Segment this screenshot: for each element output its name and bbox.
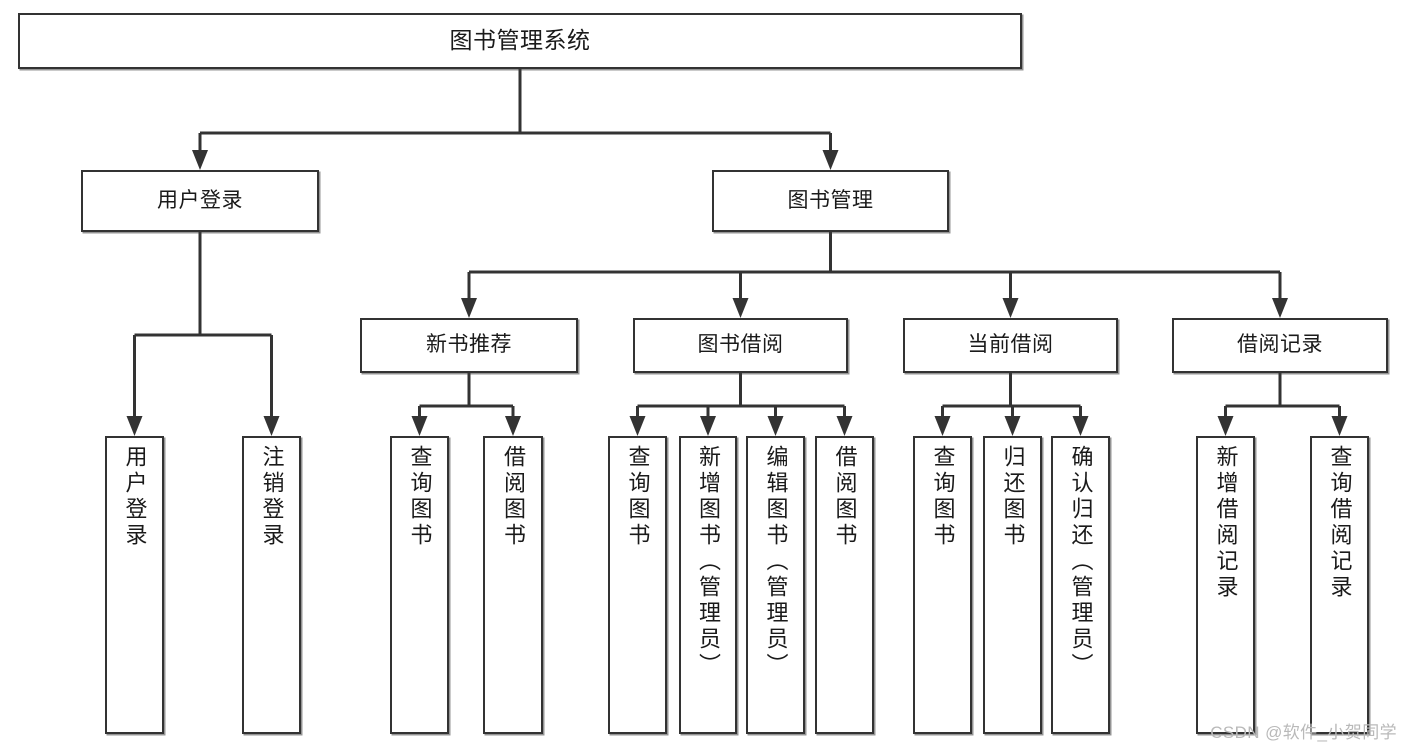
node-leaf-borrow-query[interactable]: 查询图书 bbox=[608, 436, 667, 734]
node-leaf-current-return[interactable]: 归还图书 bbox=[983, 436, 1042, 734]
node-records[interactable]: 借阅记录 bbox=[1172, 318, 1388, 373]
node-bookmgmt[interactable]: 图书管理 bbox=[712, 170, 949, 232]
node-leaf-newbook-query[interactable]: 查询图书 bbox=[390, 436, 449, 734]
node-leaf-user-login[interactable]: 用户登录 bbox=[105, 436, 164, 734]
node-leaf-borrow-edit[interactable]: 编辑图书（管理员） bbox=[746, 436, 805, 734]
node-label: 查询图书 bbox=[625, 445, 651, 549]
node-label: 注销登录 bbox=[259, 445, 285, 549]
node-label: 查询借阅记录 bbox=[1327, 445, 1353, 601]
node-label: 新增借阅记录 bbox=[1213, 445, 1239, 601]
node-leaf-borrow-lend[interactable]: 借阅图书 bbox=[815, 436, 874, 734]
node-leaf-current-query[interactable]: 查询图书 bbox=[913, 436, 972, 734]
node-label: 当前借阅 bbox=[967, 333, 1054, 357]
node-label: 图书管理系统 bbox=[449, 27, 591, 54]
node-label: 借阅图书 bbox=[832, 445, 858, 549]
node-current[interactable]: 当前借阅 bbox=[903, 318, 1118, 373]
node-root[interactable]: 图书管理系统 bbox=[18, 13, 1022, 69]
node-label: 查询图书 bbox=[930, 445, 956, 549]
node-label: 用户登录 bbox=[157, 188, 243, 212]
node-label: 借阅图书 bbox=[501, 445, 526, 549]
node-leaf-current-confirm[interactable]: 确认归还（管理员） bbox=[1051, 436, 1110, 734]
node-label: 确认归还（管理员） bbox=[1068, 445, 1094, 679]
node-label: 图书借阅 bbox=[697, 333, 784, 357]
watermark-label: CSDN @软件_小贺同学 bbox=[1210, 723, 1397, 742]
node-leaf-user-logout[interactable]: 注销登录 bbox=[242, 436, 301, 734]
node-label: 编辑图书（管理员） bbox=[763, 445, 789, 679]
node-label: 图书管理 bbox=[787, 188, 874, 212]
node-leaf-newbook-borrow[interactable]: 借阅图书 bbox=[483, 436, 543, 734]
node-label: 借阅记录 bbox=[1237, 333, 1323, 357]
node-leaf-records-query[interactable]: 查询借阅记录 bbox=[1310, 436, 1369, 734]
node-label: 归还图书 bbox=[1000, 445, 1026, 549]
node-borrow[interactable]: 图书借阅 bbox=[633, 318, 848, 373]
node-label: 新增图书（管理员） bbox=[696, 445, 721, 679]
node-label: 新书推荐 bbox=[426, 333, 512, 357]
node-label: 用户登录 bbox=[122, 445, 148, 549]
node-newbook[interactable]: 新书推荐 bbox=[360, 318, 578, 373]
node-leaf-borrow-add[interactable]: 新增图书（管理员） bbox=[679, 436, 737, 734]
node-label: 查询图书 bbox=[407, 445, 433, 549]
node-leaf-records-add[interactable]: 新增借阅记录 bbox=[1196, 436, 1255, 734]
node-login[interactable]: 用户登录 bbox=[81, 170, 319, 232]
